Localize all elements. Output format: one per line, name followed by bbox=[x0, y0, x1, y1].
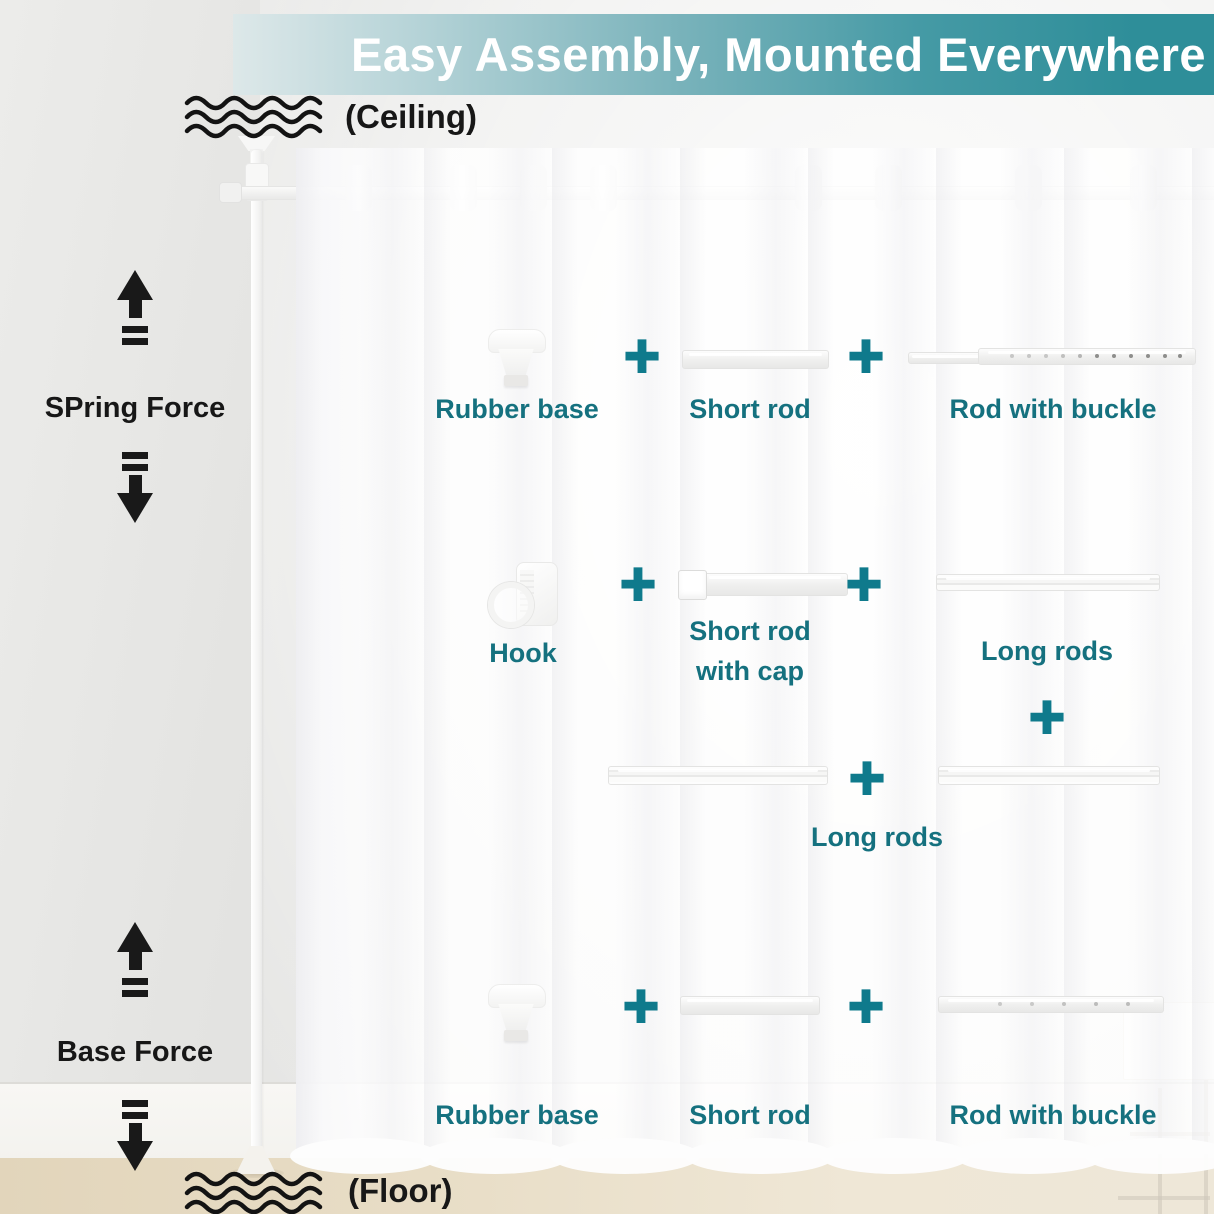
spring-up-arrow-icon bbox=[115, 270, 155, 345]
curtain-hem bbox=[420, 1138, 570, 1174]
rod-end-cap bbox=[219, 182, 242, 203]
plus-icon: + bbox=[848, 744, 886, 813]
short-rod-icon bbox=[680, 996, 820, 1015]
plus-icon: + bbox=[847, 322, 885, 391]
rod-with-buckle-icon bbox=[908, 348, 1196, 365]
rubber-base-icon bbox=[487, 329, 546, 389]
floor-label: (Floor) bbox=[348, 1172, 453, 1209]
plus-icon: + bbox=[622, 972, 660, 1041]
pole-ceiling-cap bbox=[238, 136, 275, 151]
plus-icon: + bbox=[845, 550, 883, 619]
ceiling-label: (Ceiling) bbox=[345, 98, 477, 135]
rubber-base-icon bbox=[487, 984, 546, 1044]
curtain-hem bbox=[820, 1138, 970, 1174]
rod-with-buckle-label: Rod with buckle bbox=[949, 1100, 1157, 1130]
page-title: Easy Assembly, Mounted Everywhere bbox=[351, 28, 1206, 81]
ceiling-waves-icon bbox=[184, 95, 323, 139]
curtain-hem bbox=[550, 1138, 700, 1174]
rod-with-buckle-icon bbox=[938, 996, 1164, 1013]
long-rods-label: Long rods bbox=[981, 636, 1113, 666]
hook-icon bbox=[488, 560, 562, 630]
short-rod-with-cap-label-line2: with cap bbox=[695, 656, 804, 686]
curtain-hem bbox=[955, 1138, 1105, 1174]
spring-down-arrow-icon bbox=[115, 452, 155, 523]
floor-waves-icon bbox=[184, 1171, 323, 1214]
plus-icon: + bbox=[623, 322, 661, 391]
plus-icon: + bbox=[619, 550, 657, 619]
long-rods-label: Long rods bbox=[811, 822, 943, 852]
rubber-base-label: Rubber base bbox=[435, 394, 599, 424]
vertical-tension-pole bbox=[251, 150, 262, 1162]
header-banner: Easy Assembly, Mounted Everywhere bbox=[233, 14, 1214, 95]
base-force-label: Base Force bbox=[56, 1036, 214, 1068]
base-down-arrow-icon bbox=[115, 1100, 155, 1171]
long-rod-icon bbox=[936, 574, 1160, 591]
curtain-hem bbox=[685, 1138, 835, 1174]
stand-shelf bbox=[1118, 1196, 1210, 1200]
hook-label: Hook bbox=[489, 638, 557, 668]
plus-icon: + bbox=[1028, 683, 1066, 752]
short-rod-with-cap-label-line1: Short rod bbox=[689, 616, 811, 646]
spring-force-label: SPring Force bbox=[44, 392, 226, 424]
rubber-base-label: Rubber base bbox=[435, 1100, 599, 1130]
long-rod-icon bbox=[608, 766, 828, 785]
base-up-arrow-icon bbox=[115, 922, 155, 997]
short-rod-label: Short rod bbox=[689, 394, 811, 424]
curtain-hem bbox=[290, 1138, 440, 1174]
short-rod-label: Short rod bbox=[689, 1100, 811, 1130]
short-rod-icon bbox=[682, 350, 829, 369]
rod-with-buckle-label: Rod with buckle bbox=[949, 394, 1157, 424]
short-rod-with-cap-icon bbox=[678, 570, 848, 600]
sheer-curtain bbox=[296, 148, 1214, 1154]
plus-icon: + bbox=[847, 972, 885, 1041]
curtain-hem bbox=[1085, 1138, 1214, 1174]
long-rod-icon bbox=[938, 766, 1160, 785]
